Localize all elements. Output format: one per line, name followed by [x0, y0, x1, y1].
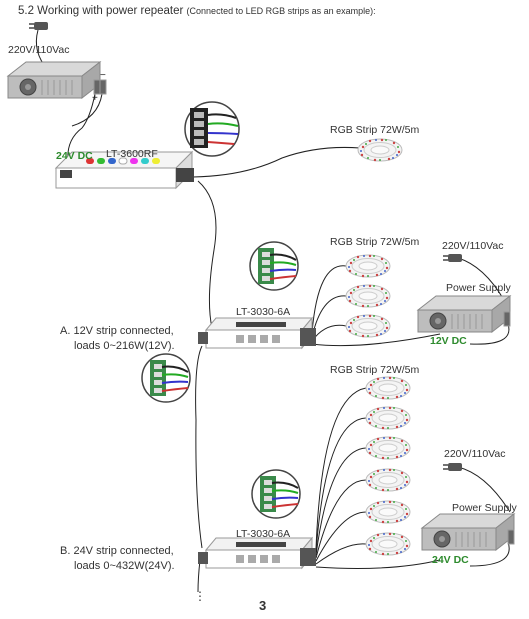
amplifier-model-label: LT-3600RF — [106, 148, 158, 160]
section-a-note: A. 12V strip connected, loads 0~216W(12V… — [60, 324, 175, 354]
heading-title: 5.2 Working with power repeater — [18, 5, 184, 17]
section-b-note: B. 24V strip connected, loads 0~432W(24V… — [60, 544, 175, 574]
section-a-strip-label: RGB Strip 72W/5m — [330, 236, 420, 248]
section-b-dc-label: 24V DC — [432, 554, 469, 566]
section-b-strip-label: RGB Strip 72W/5m — [330, 364, 420, 376]
top-ac-label: 220V/110Vac — [8, 44, 70, 56]
section-a-psu-label: Power Supply — [446, 282, 511, 294]
section-b-note-line1: B. 24V strip connected, — [60, 545, 174, 557]
section-heading: 5.2 Working with power repeater (Connect… — [18, 5, 376, 17]
continuation-ellipsis: ⋮ — [194, 589, 206, 603]
section-b-ac-label: 220V/110Vac — [444, 448, 506, 460]
top-dc-label: 24V DC — [56, 150, 93, 162]
svg-text:−: − — [100, 70, 106, 81]
section-a-dc-label: 12V DC — [430, 335, 467, 347]
section-a-repeater-model: LT-3030-6A — [236, 306, 291, 318]
lt-3600rf-amplifier — [54, 150, 194, 190]
top-strip-label: RGB Strip 72W/5m — [330, 124, 420, 136]
section-a-note-line2: loads 0~216W(12V). — [74, 340, 175, 352]
section-a-ac-label: 220V/110Vac — [442, 240, 504, 252]
section-b-repeater-model: LT-3030-6A — [236, 528, 291, 540]
svg-text:+: + — [92, 93, 98, 104]
section-b-psu-label: Power Supply — [452, 502, 517, 514]
heading-subtitle: (Connected to LED RGB strips as an examp… — [186, 6, 376, 16]
section-a-note-line1: A. 12V strip connected, — [60, 325, 174, 337]
section-b-note-line2: loads 0~432W(24V). — [74, 560, 175, 572]
page-number: 3 — [259, 598, 267, 613]
